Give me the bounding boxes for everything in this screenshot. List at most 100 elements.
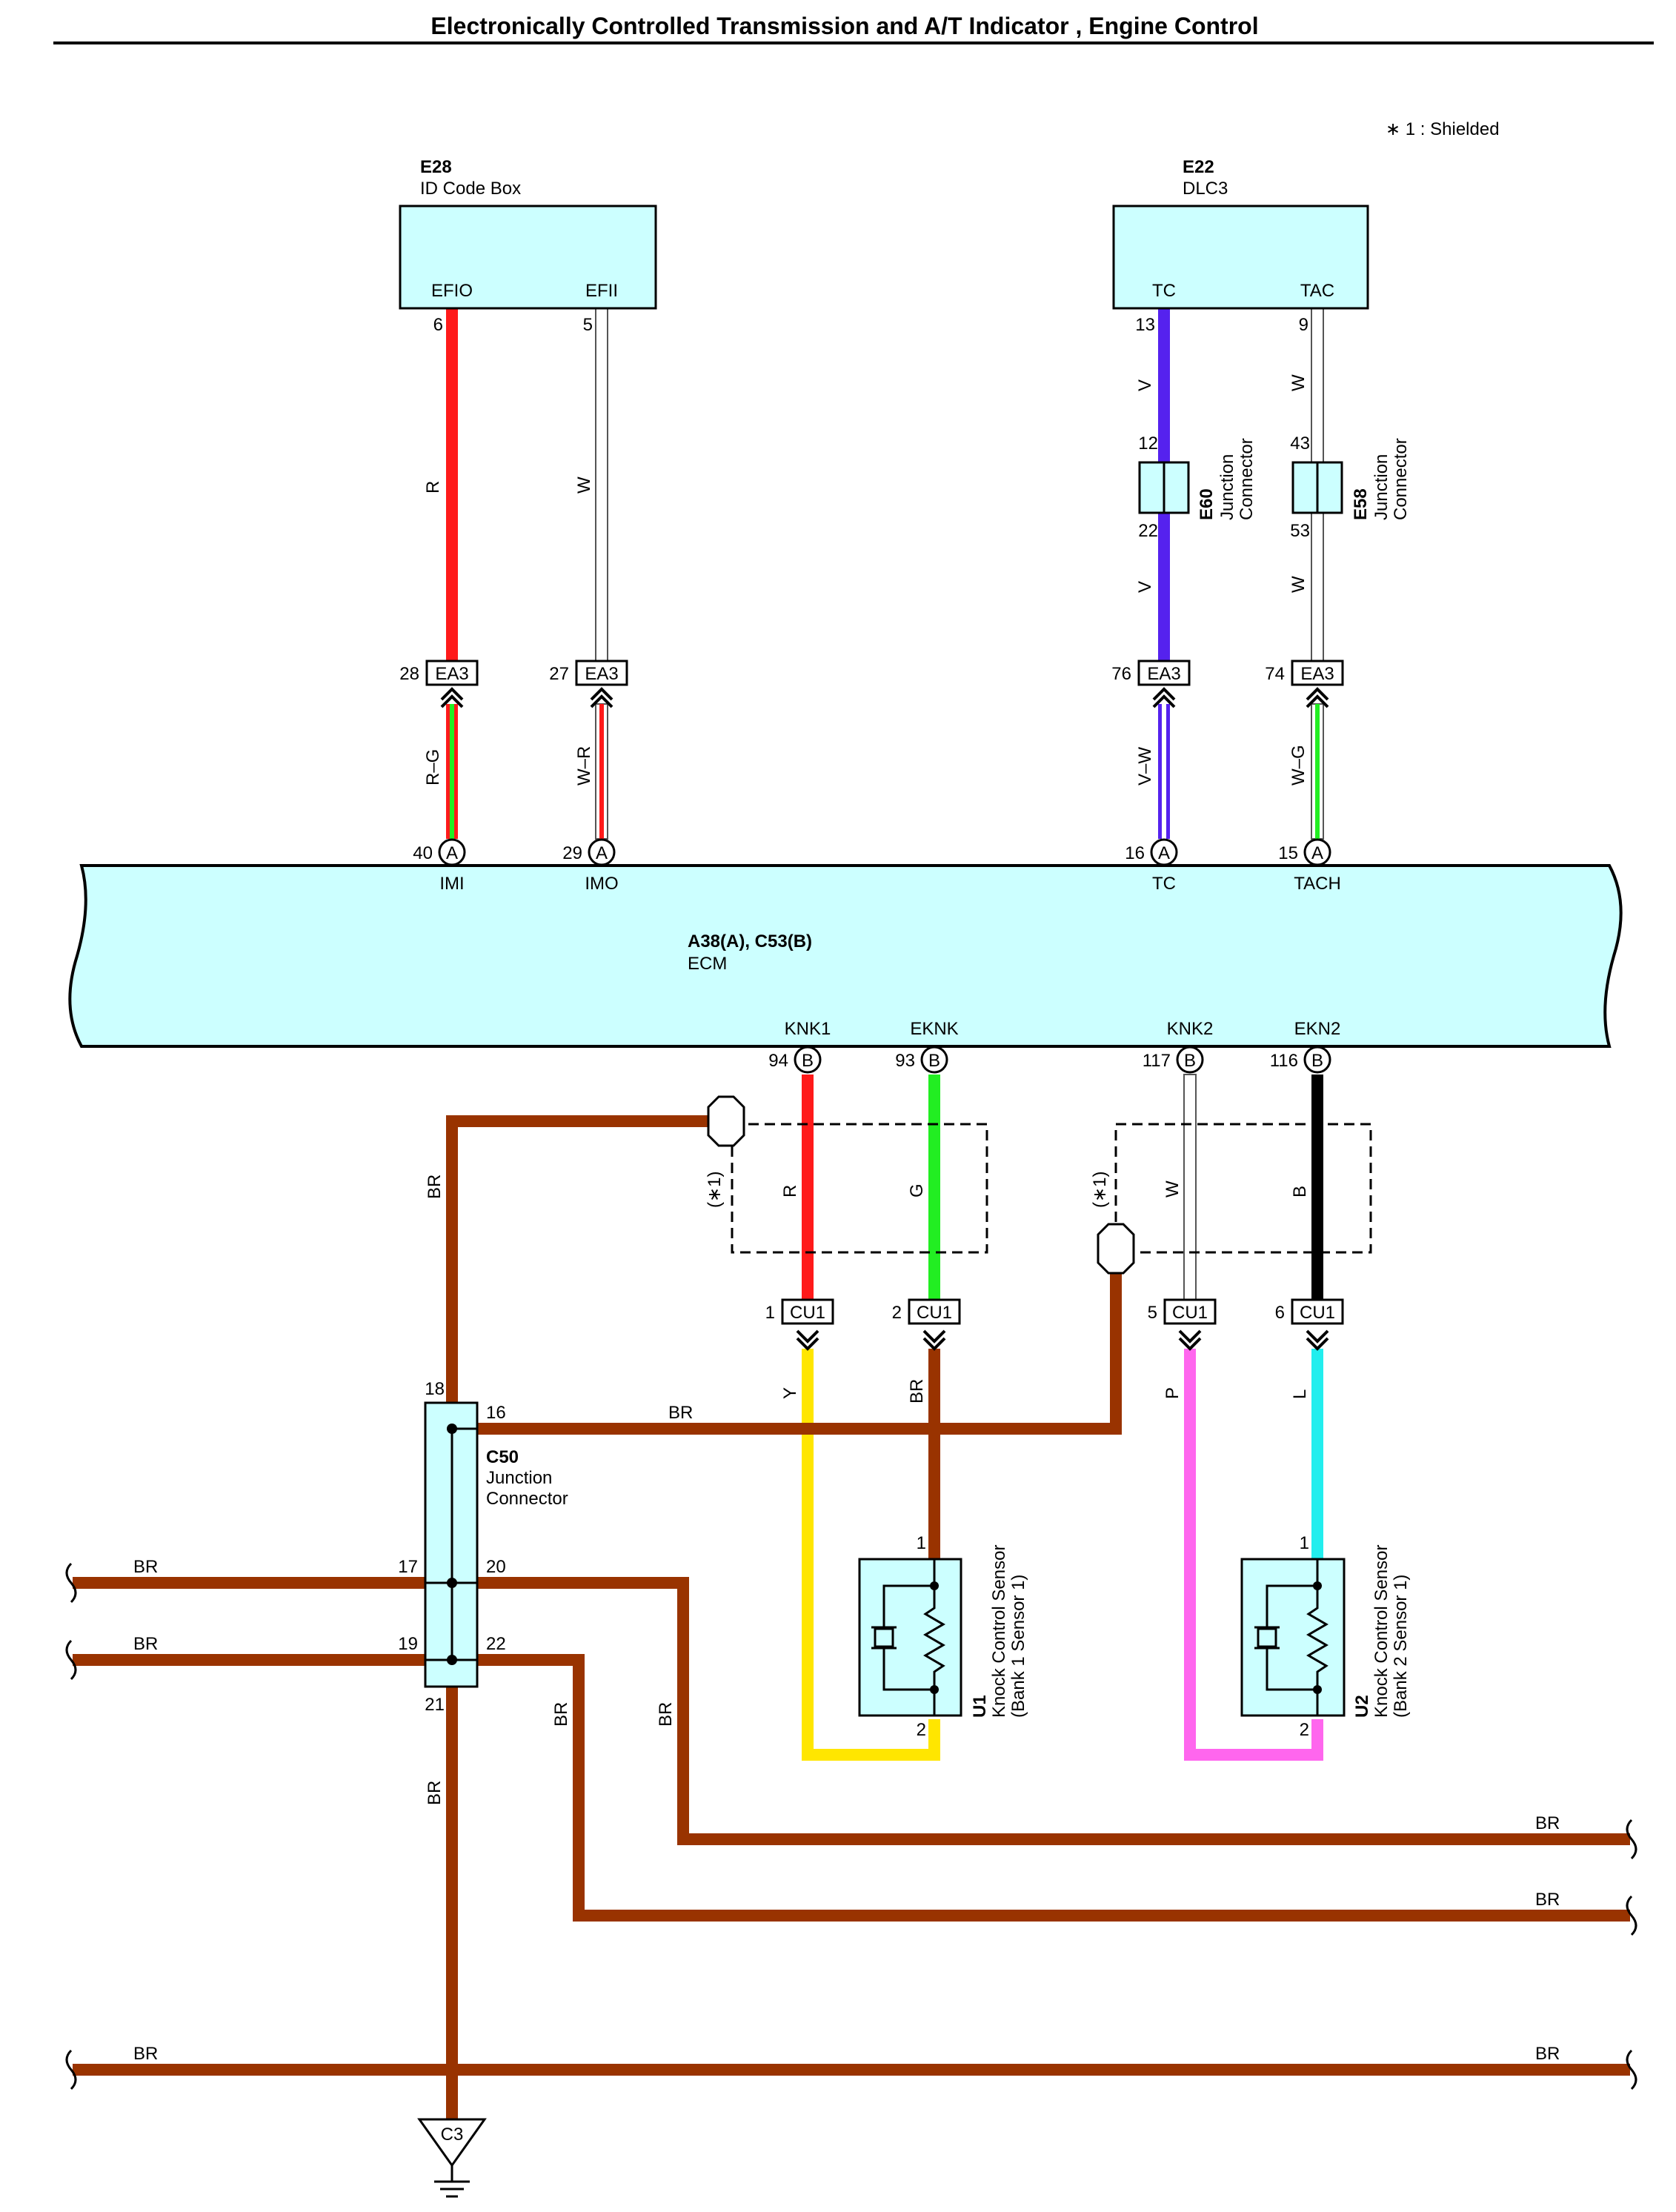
wire-tc-lower: [1158, 511, 1170, 676]
ecm-pin-imo-num: 29: [562, 843, 582, 863]
c50-pin-17: 17: [398, 1557, 418, 1577]
wire-knk1: [802, 1075, 814, 1306]
ecm-pin-tc: A 16 TC: [1125, 838, 1178, 894]
wire-break-marks: [65, 1562, 1637, 2090]
ecm-pin-knk1-name: KNK1: [785, 1019, 831, 1039]
wire-tach-wg: [1311, 703, 1324, 840]
ecm-pin-imi-conn: A: [446, 843, 458, 863]
u2-pin-2: 2: [1300, 1720, 1309, 1740]
wire-br-16: [452, 1260, 1122, 1435]
wire-label-br-bottom-left: BR: [133, 2044, 158, 2064]
ecm-pin-knk2-name: KNK2: [1167, 1019, 1214, 1039]
cu1-6: CU1 6: [1275, 1298, 1344, 1351]
ecm-pin-ekn2: EKN2 B 116: [1270, 1019, 1340, 1074]
e58-pin-in: 43: [1290, 434, 1310, 454]
u1-pin-1: 1: [917, 1533, 926, 1553]
wire-label-br-22: BR: [551, 1702, 571, 1727]
ecm-box: [68, 864, 1623, 1048]
ecm-pin-eknk-conn: B: [928, 1051, 940, 1071]
c50-pin-18: 18: [425, 1379, 445, 1399]
cu1-2-label: CU1: [917, 1303, 952, 1323]
e22-name: DLC3: [1183, 179, 1228, 199]
e22-pin-num-9: 9: [1299, 315, 1308, 335]
wire-imi-rg: [446, 704, 458, 839]
c50-code: C50: [486, 1447, 519, 1467]
wire-br-22: [452, 1654, 1630, 1922]
ecm-pin-knk2-conn: B: [1184, 1051, 1196, 1071]
wire-label-imo: W–R: [574, 746, 594, 786]
u2-pin-1: 1: [1300, 1533, 1309, 1553]
cu1-6-label: CU1: [1300, 1303, 1335, 1323]
c50-pin-19: 19: [398, 1634, 418, 1654]
e60-name: Junction: [1217, 454, 1237, 520]
wire-label-knk1: R: [780, 1185, 800, 1198]
ea3-74-pin: 74: [1265, 664, 1285, 684]
wire-label-tac-a: W: [1288, 374, 1308, 391]
c50-pin-21: 21: [425, 1695, 445, 1715]
ecm-pin-tach-name: TACH: [1294, 874, 1341, 894]
wire-label-br-bottom-right: BR: [1535, 2044, 1560, 2064]
wire-label-u2-ground: L: [1290, 1389, 1310, 1399]
e58-name-1: Junction: [1371, 454, 1391, 520]
u2-sensor: [1240, 1558, 1346, 1717]
e22-pin-tac: TAC: [1300, 281, 1334, 301]
ecm-pin-tach-conn: A: [1311, 843, 1323, 863]
e58-code: E58: [1351, 488, 1371, 520]
wire-label-br-19: BR: [133, 1634, 158, 1654]
wire-label-u1-ground: BR: [907, 1379, 927, 1404]
ecm-pin-eknk: EKNK B 93: [895, 1019, 959, 1074]
wire-label-ecm-tc: V–W: [1135, 747, 1155, 786]
ecm-code: A38(A), C53(B): [688, 931, 812, 951]
wire-label-br-16: BR: [668, 1403, 693, 1423]
wire-u2-signal: [1184, 1349, 1323, 1761]
ecm-pin-knk2-num: 117: [1143, 1051, 1171, 1071]
cu1-5-pin: 5: [1148, 1303, 1157, 1323]
ea3-28-pin: 28: [399, 664, 419, 684]
ecm-bottom-pins: KNK1 B 94 EKNK B 93 KNK2 B 117 EKN2 B 11…: [768, 1019, 1340, 1074]
ecm-pin-tc-num: 16: [1125, 843, 1145, 863]
c50-pin-22: 22: [486, 1634, 506, 1654]
ground-c3: [417, 2118, 487, 2198]
ea3-27-label: EA3: [585, 664, 618, 684]
ecm-pin-tc-conn: A: [1158, 843, 1170, 863]
e60-pin-in: 12: [1138, 434, 1158, 454]
ea3-connectors: EA3 28 EA3 27 EA3 76 EA3 74: [399, 660, 1344, 708]
shield-box-2: [1114, 1123, 1372, 1254]
ea3-27: EA3 27: [549, 660, 628, 708]
ecm-pin-knk1-conn: B: [802, 1051, 814, 1071]
ecm-pin-eknk-name: EKNK: [910, 1019, 958, 1039]
c50-pin-16: 16: [486, 1403, 506, 1423]
wire-label-tc-b: V: [1135, 581, 1155, 593]
ecm-pin-imo-conn: A: [596, 843, 608, 863]
wire-ekn2: [1311, 1075, 1323, 1306]
e28-name: ID Code Box: [420, 179, 521, 199]
wire-tac-lower: [1311, 511, 1324, 677]
wire-label-tach: W–G: [1288, 745, 1308, 786]
wire-label-br-right-2: BR: [1535, 1890, 1560, 1910]
ea3-74-label: EA3: [1300, 664, 1334, 684]
cu1-1-label: CU1: [790, 1303, 825, 1323]
wire-label-knk2: W: [1163, 1180, 1183, 1198]
wire-efio: [446, 308, 458, 676]
c50-name-1: Junction: [486, 1468, 552, 1488]
ecm-pin-ekn2-num: 116: [1270, 1051, 1298, 1071]
wire-label-br-right-1: BR: [1535, 1813, 1560, 1833]
e28-pin-efii: EFII: [585, 281, 618, 301]
u2-name-2: (Bank 2 Sensor 1): [1391, 1575, 1411, 1718]
u2-name-1: Knock Control Sensor: [1371, 1545, 1391, 1718]
ecm-pin-knk1-num: 94: [768, 1051, 788, 1071]
cu1-1: CU1 1: [765, 1298, 834, 1351]
wire-tac-upper: [1311, 308, 1324, 466]
cu1-2-pin: 2: [892, 1303, 902, 1323]
wire-label-br-trunk: BR: [425, 1781, 445, 1805]
u1-sensor: [858, 1558, 962, 1717]
shield-octagon-2: [1097, 1223, 1135, 1275]
e60-name-line1: Junction: [1217, 454, 1237, 520]
ecm-pin-imi: A 40 IMI: [413, 838, 466, 894]
ea3-76-label: EA3: [1147, 664, 1180, 684]
e28-code: E28: [420, 157, 452, 177]
e22-box: [1112, 205, 1369, 310]
ea3-76: EA3 76: [1111, 660, 1191, 708]
u1-name-2: (Bank 1 Sensor 1): [1008, 1575, 1028, 1718]
